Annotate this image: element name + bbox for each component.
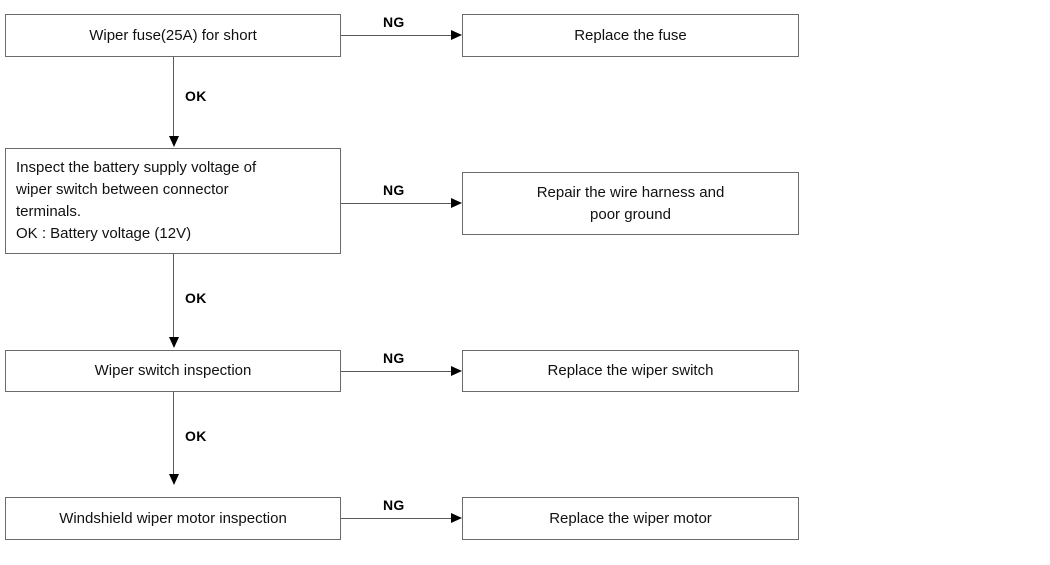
- edge-label-fuse-ok: OK: [185, 88, 207, 104]
- node-check-motor: Windshield wiper motor inspection: [5, 497, 341, 540]
- edge-line-switch-ok: [173, 392, 174, 475]
- edge-arrowhead-switch-ok: [169, 474, 179, 485]
- edge-label-switch-ng: NG: [383, 350, 405, 366]
- edge-arrowhead-fuse-ok: [169, 136, 179, 147]
- node-replace-fuse: Replace the fuse: [462, 14, 799, 57]
- edge-label-fuse-ng: NG: [383, 14, 405, 30]
- node-check-switch: Wiper switch inspection: [5, 350, 341, 392]
- edge-label-motor-ng: NG: [383, 497, 405, 513]
- edge-line-battery-ng: [341, 203, 454, 204]
- node-check-fuse: Wiper fuse(25A) for short: [5, 14, 341, 57]
- edge-arrowhead-battery-ng: [451, 198, 462, 208]
- node-check-battery: Inspect the battery supply voltage of wi…: [5, 148, 341, 254]
- edge-arrowhead-battery-ok: [169, 337, 179, 348]
- edge-line-motor-ng: [341, 518, 454, 519]
- node-replace-switch: Replace the wiper switch: [462, 350, 799, 392]
- edge-line-battery-ok: [173, 254, 174, 338]
- edge-label-switch-ok: OK: [185, 428, 207, 444]
- edge-line-switch-ng: [341, 371, 454, 372]
- node-replace-motor: Replace the wiper motor: [462, 497, 799, 540]
- edge-label-battery-ng: NG: [383, 182, 405, 198]
- edge-line-fuse-ng: [341, 35, 454, 36]
- edge-arrowhead-motor-ng: [451, 513, 462, 523]
- edge-arrowhead-switch-ng: [451, 366, 462, 376]
- edge-label-battery-ok: OK: [185, 290, 207, 306]
- node-repair-harness: Repair the wire harness and poor ground: [462, 172, 799, 235]
- edge-arrowhead-fuse-ng: [451, 30, 462, 40]
- edge-line-fuse-ok: [173, 57, 174, 137]
